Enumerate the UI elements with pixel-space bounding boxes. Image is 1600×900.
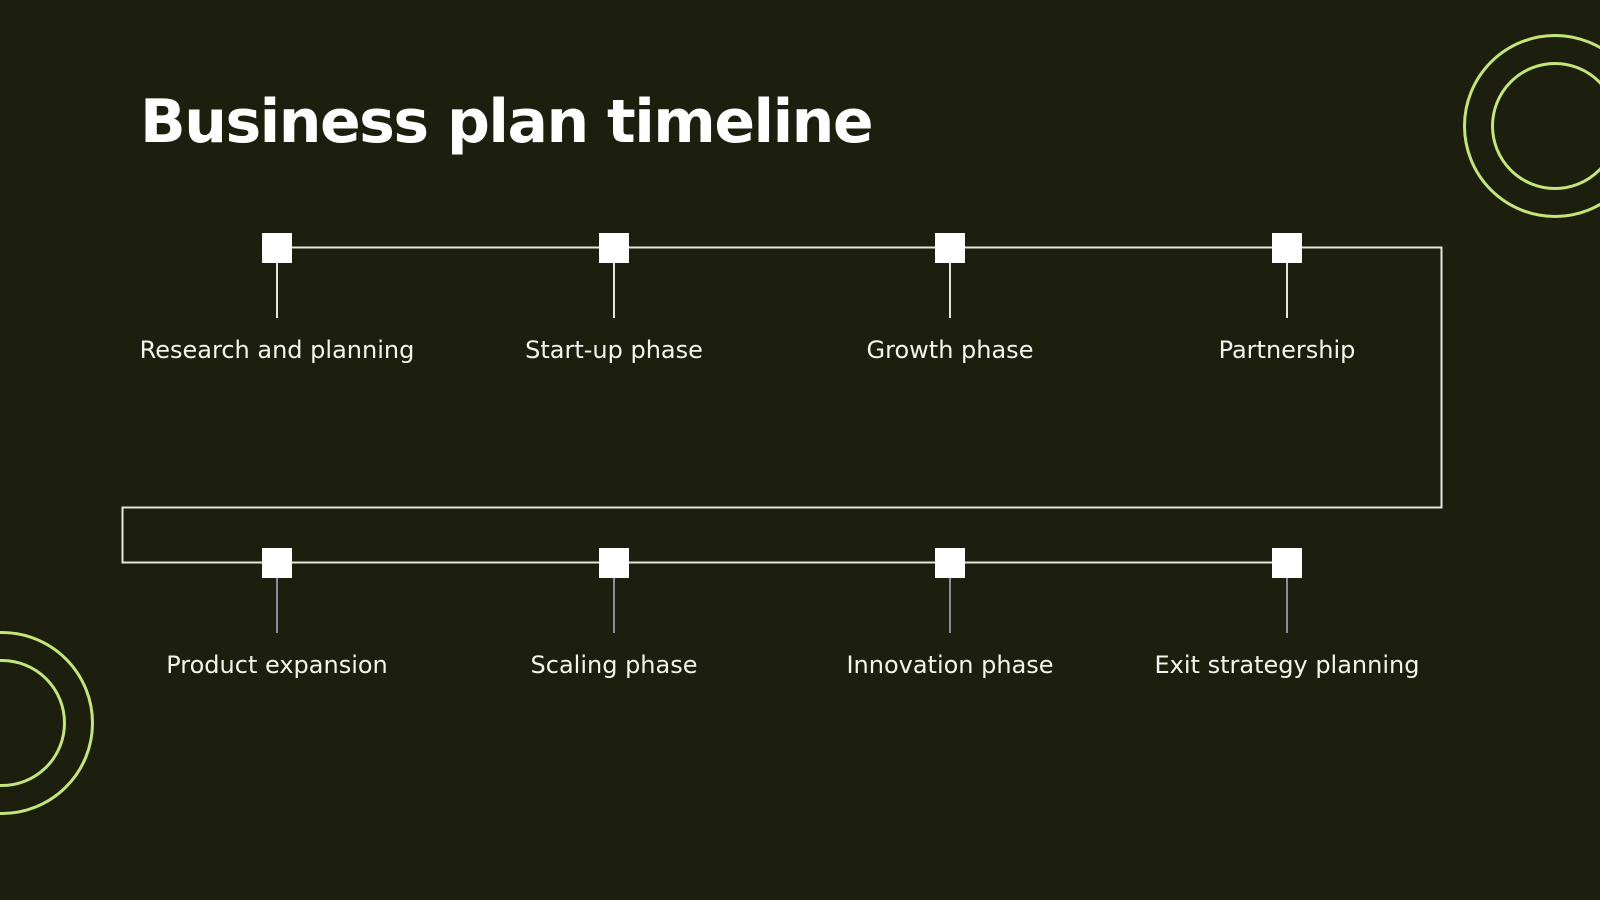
milestone-label: Scaling phase xyxy=(530,651,698,679)
milestone-stem xyxy=(613,263,615,318)
milestone-label: Growth phase xyxy=(866,336,1034,364)
milestone-label: Research and planning xyxy=(139,336,415,364)
milestone-stem xyxy=(949,263,951,318)
milestone-marker xyxy=(935,233,965,263)
milestone-stem xyxy=(276,578,278,633)
milestone-stem xyxy=(1286,263,1288,318)
milestone-marker xyxy=(262,548,292,578)
milestone-label: Innovation phase xyxy=(846,651,1054,679)
milestone-marker xyxy=(1272,548,1302,578)
milestone-marker xyxy=(1272,233,1302,263)
milestone-label: Exit strategy planning xyxy=(1154,651,1420,679)
milestone-stem xyxy=(276,263,278,318)
milestone-marker xyxy=(935,548,965,578)
milestone-stem xyxy=(949,578,951,633)
page-title: Business plan timeline xyxy=(140,87,874,157)
milestone-label: Start-up phase xyxy=(525,336,703,364)
milestone-marker xyxy=(599,548,629,578)
milestone-marker xyxy=(599,233,629,263)
milestone-stem xyxy=(1286,578,1288,633)
milestone-label: Partnership xyxy=(1218,336,1356,364)
decorative-ring-inner-top-right xyxy=(1491,62,1600,190)
milestone-label: Product expansion xyxy=(166,651,388,679)
milestone-marker xyxy=(262,233,292,263)
milestone-stem xyxy=(613,578,615,633)
